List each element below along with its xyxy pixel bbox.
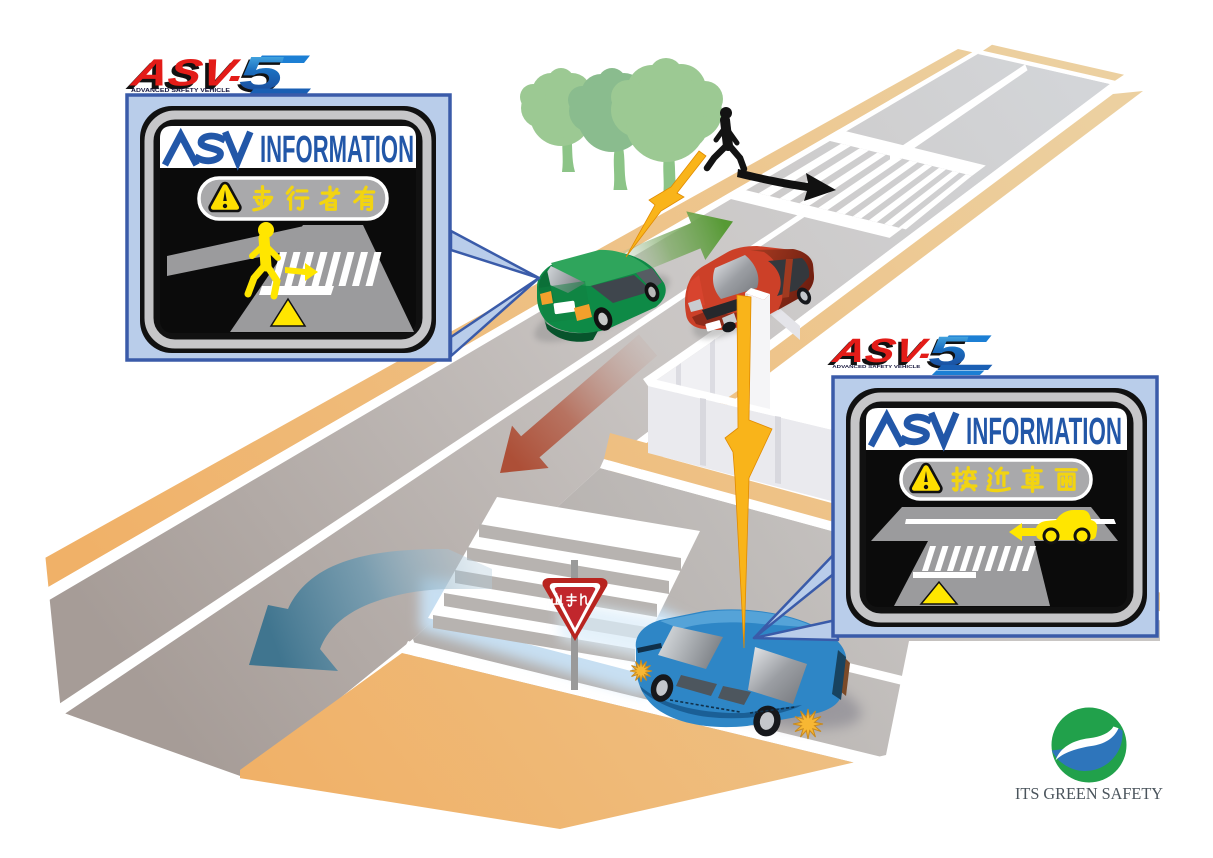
svg-text:ITS GREEN SAFETY: ITS GREEN SAFETY <box>1015 784 1163 803</box>
svg-text:ASV: ASV <box>123 55 240 98</box>
svg-text:ASV: ASV <box>829 332 933 370</box>
svg-text:ADVANCED SAFETY VEHICLE: ADVANCED SAFETY VEHICLE <box>131 88 231 94</box>
svg-text:ASV: ASV <box>825 335 929 373</box>
svg-text:INFORMATION: INFORMATION <box>260 129 414 171</box>
svg-text:INFORMATION: INFORMATION <box>966 411 1122 453</box>
svg-text:ADVANCED SAFETY VEHICLE: ADVANCED SAFETY VEHICLE <box>832 364 920 369</box>
svg-text:ASV: ASV <box>127 52 244 95</box>
